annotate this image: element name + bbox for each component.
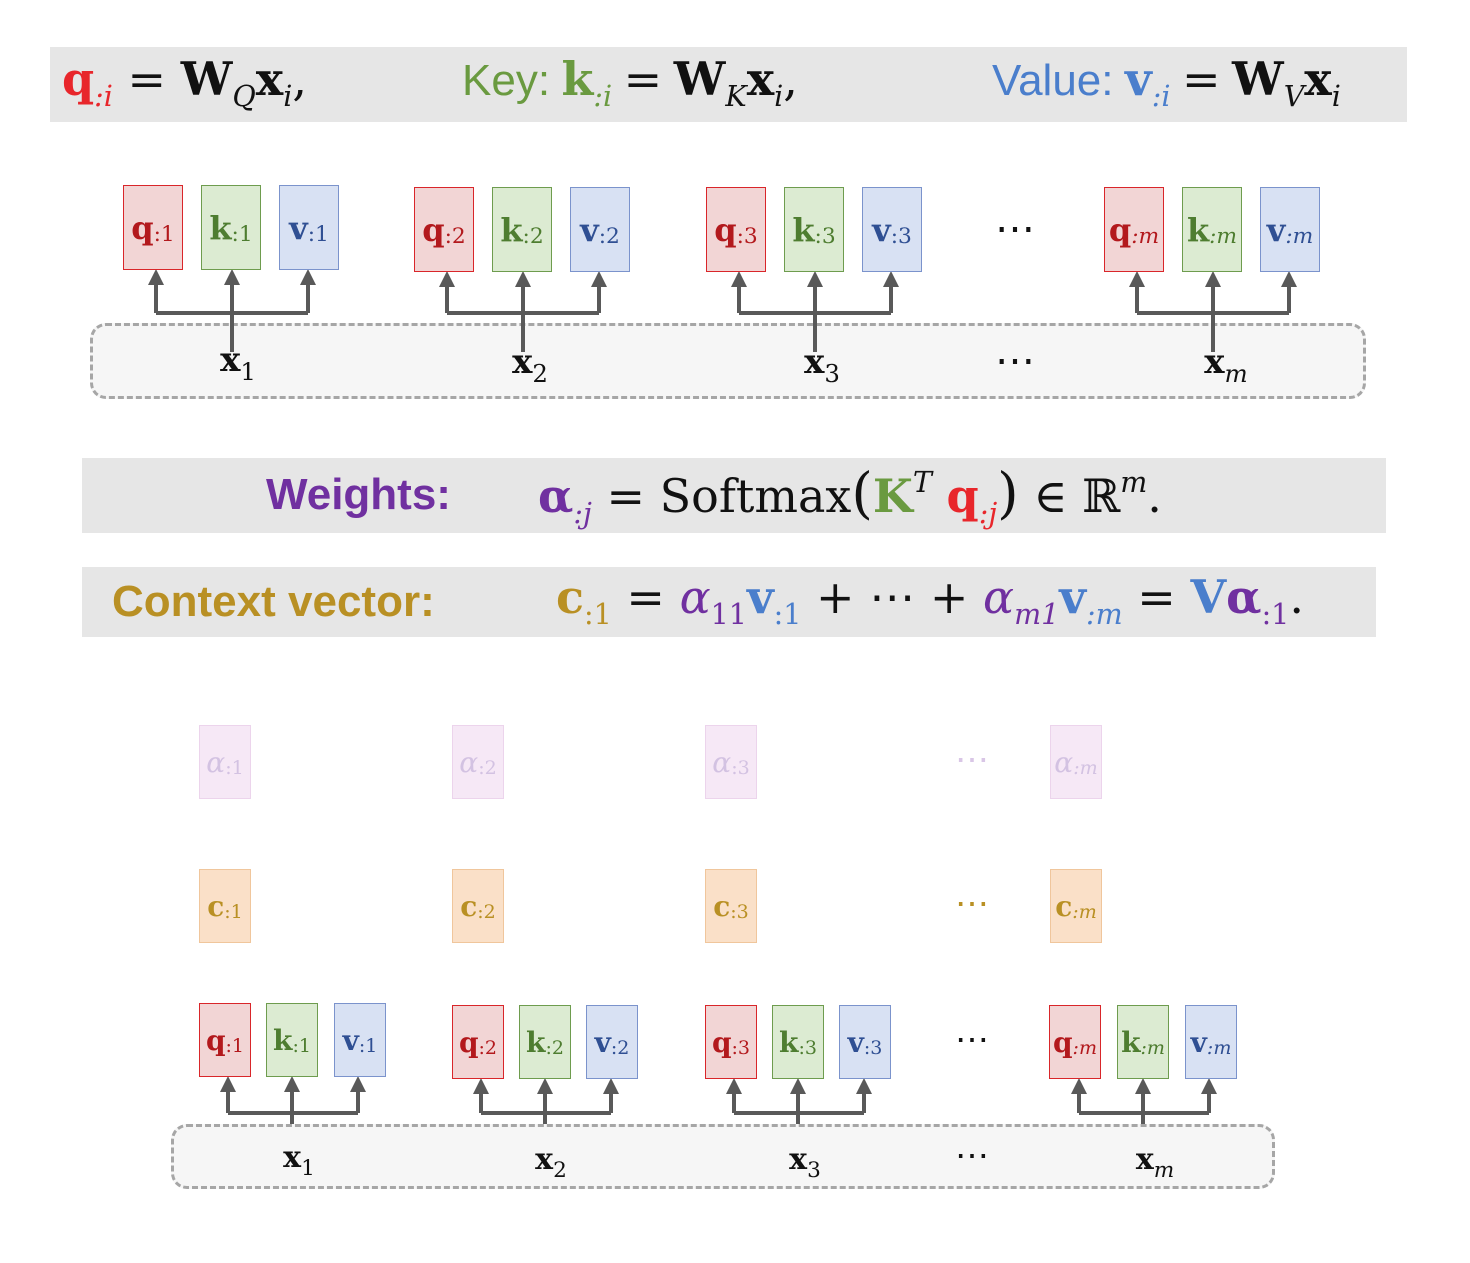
top-connector-1 — [148, 269, 316, 352]
bottom-query-box-2: q:2 — [452, 1005, 504, 1079]
bottom-value-box-3: v:3 — [839, 1005, 891, 1079]
bottom-input-x-2: x2 — [535, 1142, 567, 1183]
top-key-box-1: k:1 — [201, 185, 261, 270]
top-key-box-m: k:m — [1182, 187, 1242, 272]
top-query-box-3: q:3 — [706, 187, 766, 272]
top-box-ellipsis: ⋯ — [995, 206, 1035, 252]
weights-equation-band — [82, 458, 1386, 533]
context-equation: c:1 = α11v:1 + ⋯ + αm1v:m = Vα:1. — [556, 570, 1304, 631]
bottom-input-tray — [171, 1124, 1275, 1189]
top-input-tray — [90, 323, 1366, 399]
bottom-context-box-m: c:m — [1050, 869, 1102, 943]
bottom-input-ellipsis: ⋯ — [955, 1136, 989, 1176]
top-value-box-m: v:m — [1260, 187, 1320, 272]
top-input-x-2: x2 — [512, 342, 548, 388]
bottom-query-box-m: q:m — [1049, 1005, 1101, 1079]
bottom-alpha-box-1: α:1 — [199, 725, 251, 799]
top-input-x-1: x1 — [220, 340, 256, 386]
bottom-alpha-box-3: α:3 — [705, 725, 757, 799]
top-connector-3 — [731, 271, 899, 352]
bottom-key-box-1: k:1 — [266, 1003, 318, 1077]
header-equation-band — [50, 47, 1407, 122]
top-key-box-3: k:3 — [784, 187, 844, 272]
bottom-input-x-3: x3 — [789, 1142, 821, 1183]
top-value-box-3: v:3 — [862, 187, 922, 272]
key-equation: Key: k:i = WKxi, — [462, 52, 798, 113]
bottom-alpha-box-2: α:2 — [452, 725, 504, 799]
bottom-context-ellipsis: ⋯ — [955, 884, 989, 924]
bottom-box-ellipsis: ⋯ — [955, 1020, 989, 1060]
top-input-ellipsis: ⋯ — [995, 338, 1035, 384]
bottom-alpha-ellipsis: ⋯ — [955, 740, 989, 780]
bottom-value-box-m: v:m — [1185, 1005, 1237, 1079]
query-equation: q:i = WQxi, — [62, 52, 307, 113]
top-value-box-2: v:2 — [570, 187, 630, 272]
weights-label: Weights: — [266, 470, 451, 519]
bottom-context-box-3: c:3 — [705, 869, 757, 943]
top-query-box-m: q:m — [1104, 187, 1164, 272]
bottom-key-box-2: k:2 — [519, 1005, 571, 1079]
bottom-alpha-box-m: α:m — [1050, 725, 1102, 799]
bottom-input-x-m: xm — [1135, 1142, 1175, 1183]
weights-equation: α:j = Softmax(KT q:j) ∈ ℝm. — [538, 462, 1162, 530]
bottom-context-box-2: c:2 — [452, 869, 504, 943]
context-label: Context vector: — [112, 577, 435, 626]
bottom-query-box-1: q:1 — [199, 1003, 251, 1077]
top-value-box-1: v:1 — [279, 185, 339, 270]
key-label: Key: — [462, 56, 551, 105]
top-connector-2 — [439, 271, 607, 352]
value-equation: Value: v:i = WVxi — [992, 52, 1341, 113]
top-input-x-3: x3 — [804, 342, 840, 388]
bottom-key-box-m: k:m — [1117, 1005, 1169, 1079]
top-query-box-2: q:2 — [414, 187, 474, 272]
top-connector-4 — [1129, 271, 1297, 352]
value-label: Value: — [992, 56, 1114, 105]
bottom-key-box-3: k:3 — [772, 1005, 824, 1079]
bottom-context-box-1: c:1 — [199, 869, 251, 943]
bottom-value-box-1: v:1 — [334, 1003, 386, 1077]
top-input-x-m: xm — [1204, 342, 1248, 388]
context-equation-band — [82, 567, 1376, 637]
bottom-input-x-1: x1 — [283, 1140, 315, 1181]
top-query-box-1: q:1 — [123, 185, 183, 270]
bottom-query-box-3: q:3 — [705, 1005, 757, 1079]
top-key-box-2: k:2 — [492, 187, 552, 272]
bottom-value-box-2: v:2 — [586, 1005, 638, 1079]
